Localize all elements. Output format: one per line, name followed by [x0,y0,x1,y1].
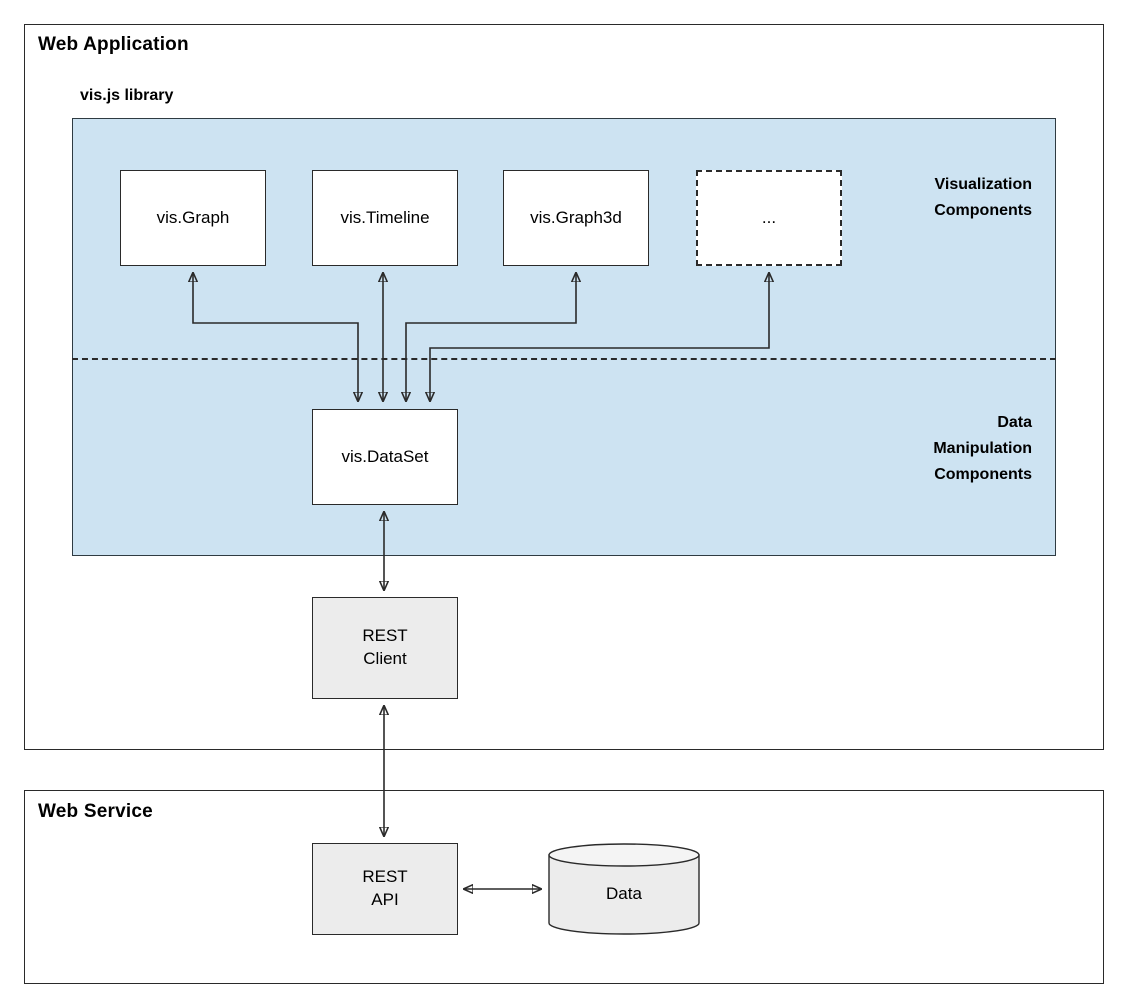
node-vis-graph3d[interactable]: vis.Graph3d [503,170,649,266]
visualization-components-label: Visualization Components [934,176,1032,219]
node-data-store[interactable]: Data [548,843,700,935]
vis-library-title: vis.js library [80,87,174,104]
node-more-components[interactable]: ... [696,170,842,266]
node-data-store-label: Data [606,884,642,903]
web-application-title: Web Application [38,34,189,55]
node-rest-client[interactable]: REST Client [312,597,458,699]
node-vis-graph[interactable]: vis.Graph [120,170,266,266]
band-divider [72,358,1056,360]
database-cylinder-icon [548,843,700,935]
data-manipulation-components-label: Data Manipulation Components [933,414,1032,483]
web-service-title: Web Service [38,801,153,822]
node-vis-dataset[interactable]: vis.DataSet [312,409,458,505]
node-vis-timeline[interactable]: vis.Timeline [312,170,458,266]
node-rest-api[interactable]: REST API [312,843,458,935]
